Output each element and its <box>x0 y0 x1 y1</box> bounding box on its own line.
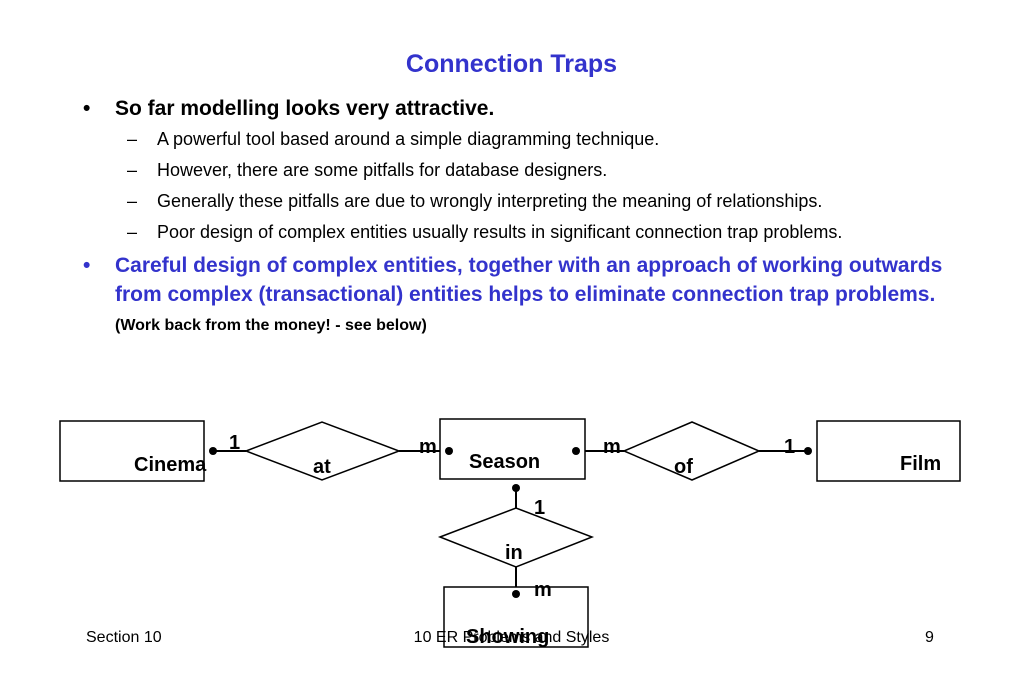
entity-cinema-label: Cinema <box>134 454 207 476</box>
entity-film-label: Film <box>900 453 941 475</box>
footer-title: 10 ER Problems and Styles <box>413 629 610 646</box>
sub-item: – Poor design of complex entities usuall… <box>83 220 963 245</box>
relationship-of-label: of <box>674 456 693 478</box>
dash-symbol: – <box>127 129 138 149</box>
connector-dot <box>512 484 520 492</box>
footer-section: Section 10 <box>86 629 162 646</box>
relationship-in-diamond <box>437 507 595 568</box>
cardinality-label: 1 <box>534 497 545 519</box>
sub-item-text: A powerful tool based around a simple di… <box>157 129 660 149</box>
sub-item: – Generally these pitfalls are due to wr… <box>83 189 963 214</box>
connector-dot <box>804 447 812 455</box>
cardinality-label: m <box>419 436 437 458</box>
bullet-symbol: • <box>83 97 91 120</box>
bullet-note: (Work back from the money! - see below) <box>115 317 427 334</box>
bullet-item: • So far modelling looks very attractive… <box>83 97 963 121</box>
bullet-symbol: • <box>83 254 91 277</box>
relationship-at-label: at <box>313 456 331 478</box>
entity-season-box <box>439 418 586 480</box>
entity-cinema-box <box>59 420 205 482</box>
relationship-at-diamond <box>243 421 402 481</box>
entity-showing-label: Showing <box>466 626 549 648</box>
relationship-in-label: in <box>505 542 523 564</box>
entity-showing-box <box>443 586 589 648</box>
connector-dot <box>512 590 520 598</box>
sub-item-text: Generally these pitfalls are due to wron… <box>157 191 823 211</box>
sub-item: – A powerful tool based around a simple … <box>83 127 963 152</box>
slide-title: Connection Traps <box>405 50 618 78</box>
connector-dot <box>209 447 217 455</box>
cardinality-label: m <box>603 436 621 458</box>
cardinality-label: m <box>534 579 552 601</box>
bullet-list: • So far modelling looks very attractive… <box>83 97 963 340</box>
sub-item-text: Poor design of complex entities usually … <box>157 222 843 242</box>
relationship-of-diamond <box>622 421 761 481</box>
bullet-item-highlight: • Careful design of complex entities, to… <box>83 251 963 340</box>
connector-dot <box>572 447 580 455</box>
sub-item: – However, there are some pitfalls for d… <box>83 158 963 183</box>
dash-symbol: – <box>127 191 138 211</box>
dash-symbol: – <box>127 160 138 180</box>
sub-item-text: However, there are some pitfalls for dat… <box>157 160 608 180</box>
connector-dot <box>445 447 453 455</box>
entity-film-box <box>816 420 961 482</box>
entity-season-label: Season <box>469 451 540 473</box>
cardinality-label: 1 <box>229 432 240 454</box>
page-number: 9 <box>925 629 934 646</box>
dash-symbol: – <box>127 222 138 242</box>
bullet-text: Careful design of complex entities, toge… <box>115 254 943 306</box>
cardinality-label: 1 <box>784 436 795 458</box>
bullet-text: So far modelling looks very attractive. <box>115 97 495 120</box>
